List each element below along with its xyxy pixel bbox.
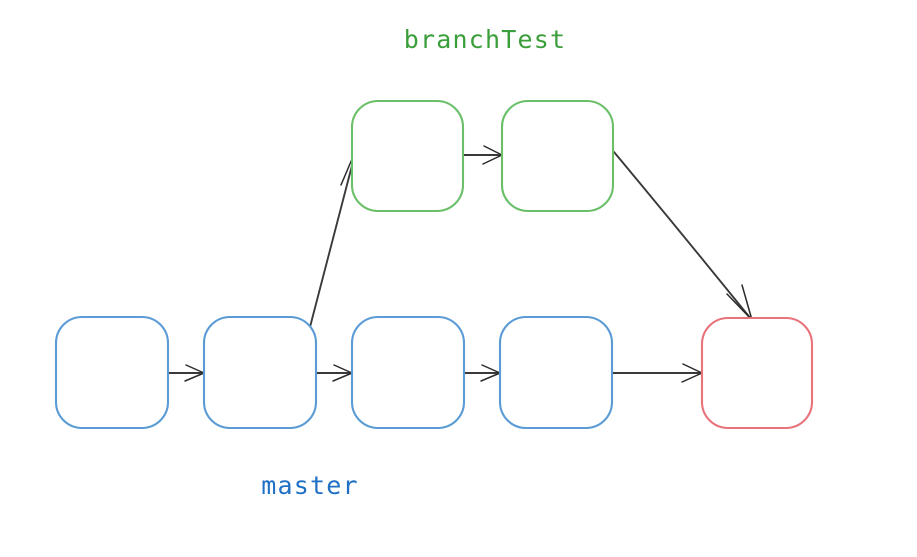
edge-m4-merge: [611, 363, 703, 383]
commit-node-master-2[interactable]: [202, 315, 318, 430]
nodes-layer: [54, 99, 814, 430]
commit-node-merge[interactable]: [700, 316, 814, 430]
commit-node-master-1[interactable]: [54, 315, 170, 430]
branch-label-branchtest: branchTest: [404, 25, 567, 54]
edge-b1-b2: [462, 145, 503, 165]
edge-line: [309, 153, 356, 328]
edge-m3-m4: [463, 364, 501, 382]
commit-node-branchtest-2[interactable]: [500, 99, 615, 213]
edge-b2-merge: [613, 151, 753, 321]
commit-node-master-3[interactable]: [350, 315, 466, 430]
edge-line: [613, 151, 752, 320]
commit-node-master-4[interactable]: [498, 315, 614, 430]
edge-m2-b1-branch: [309, 151, 359, 328]
commit-node-branchtest-1[interactable]: [350, 99, 465, 213]
edge-m2-m3: [315, 364, 353, 382]
branch-label-master: master: [261, 471, 359, 500]
edge-m1-m2: [167, 364, 205, 382]
labels-layer: branchTest master: [261, 25, 567, 500]
